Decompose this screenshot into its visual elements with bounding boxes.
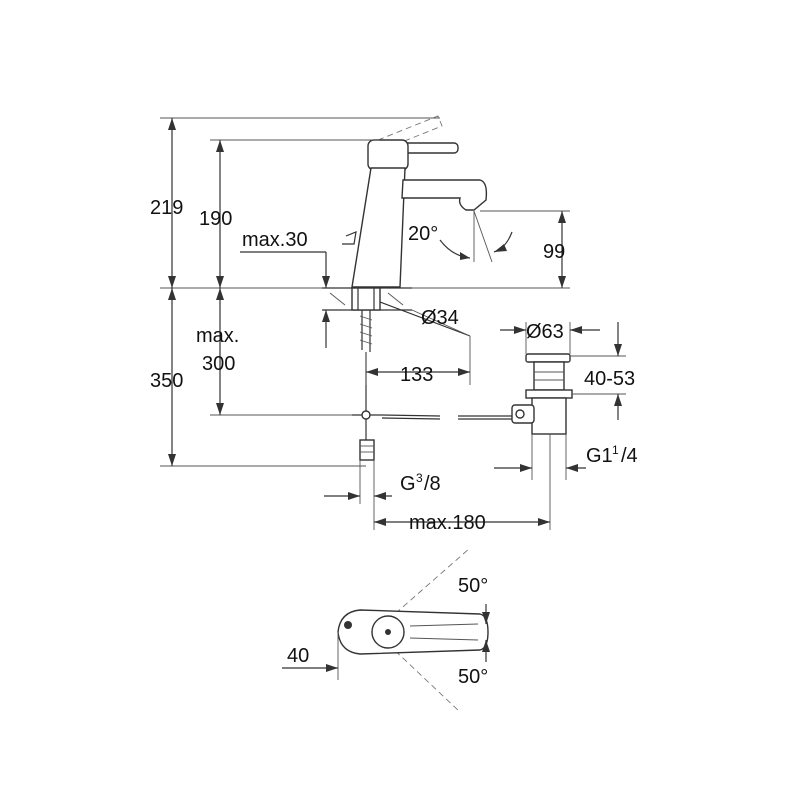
svg-text:/8: /8 — [424, 473, 441, 495]
popup-knob — [342, 231, 357, 245]
waste-body-upper — [533, 361, 565, 391]
svg-text:1: 1 — [612, 443, 619, 457]
waste-nut — [525, 389, 573, 399]
dim-max180-label: max.180 — [409, 512, 486, 534]
svg-text:G1: G1 — [586, 445, 613, 467]
faucet-spout — [401, 179, 488, 211]
dim-50-top-label: 50° — [458, 575, 488, 597]
dim-angle-20-label: 20° — [408, 223, 438, 245]
dim-o34-label: Ø34 — [421, 307, 459, 329]
dim-219-label: 219 — [150, 197, 183, 219]
hose-connector — [359, 439, 375, 461]
faucet-side-view — [342, 115, 488, 288]
dim-g3-8-label: G 3 /8 — [400, 471, 441, 495]
waste-body-lower — [531, 397, 567, 435]
top-view-body — [337, 609, 489, 655]
faucet-cap — [367, 139, 409, 171]
pull-rod — [381, 414, 441, 417]
dim-max300-line1-label: max. — [196, 325, 239, 347]
dim-99-label: 99 — [543, 241, 565, 263]
dim-max300-line2-label: 300 — [202, 353, 235, 375]
dimension-labels: 219 190 max.30 20° 99 Ø34 Ø63 max. 300 3… — [150, 197, 638, 688]
dim-133-label: 133 — [400, 364, 433, 386]
waste-fitting — [511, 353, 573, 435]
dim-40-53-label: 40-53 — [584, 368, 635, 390]
lever-open-position-outline — [377, 115, 443, 151]
svg-text:G: G — [400, 473, 416, 495]
dimension-lines — [160, 117, 626, 530]
dim-o63-label: Ø63 — [526, 321, 564, 343]
dim-max30-label: max.30 — [242, 229, 308, 251]
faucet-top-view — [282, 547, 490, 713]
mounting-shank — [351, 287, 381, 311]
counter-deck — [322, 287, 412, 311]
waste-flange — [525, 353, 571, 363]
svg-text:3: 3 — [416, 471, 423, 485]
dim-g1-1-4-label: G1 1 /4 — [586, 443, 638, 467]
threaded-rod — [361, 310, 371, 352]
dim-350-label: 350 — [150, 370, 183, 392]
swing-line-top — [387, 547, 471, 621]
dim-40-label: 40 — [287, 645, 309, 667]
faucet-body — [351, 167, 406, 288]
svg-text:/4: /4 — [621, 445, 638, 467]
dim-190-label: 190 — [199, 208, 232, 230]
dim-50-bottom-label: 50° — [458, 666, 488, 688]
swing-line-bottom — [387, 643, 461, 713]
